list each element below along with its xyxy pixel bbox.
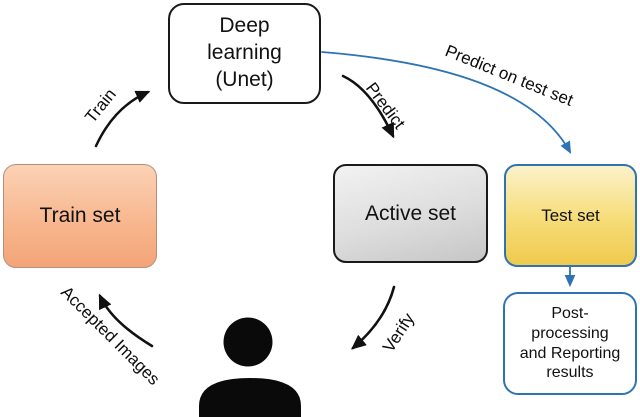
- train-arrow: [94, 90, 151, 148]
- post-processing-node: Post- processing and Reporting results: [503, 292, 637, 395]
- train-set-node: Train set: [3, 164, 157, 268]
- deep-learning-node: Deep learning (Unet): [168, 3, 321, 104]
- active-set-node: Active set: [333, 164, 488, 263]
- predict-on-test-arrow: [321, 51, 572, 154]
- test-set-node: Test set: [504, 164, 637, 267]
- verify-arrow: [351, 285, 396, 350]
- predict-arrow: [341, 74, 395, 139]
- accepted-images-arrow: [98, 293, 154, 348]
- person-icon: [199, 317, 301, 417]
